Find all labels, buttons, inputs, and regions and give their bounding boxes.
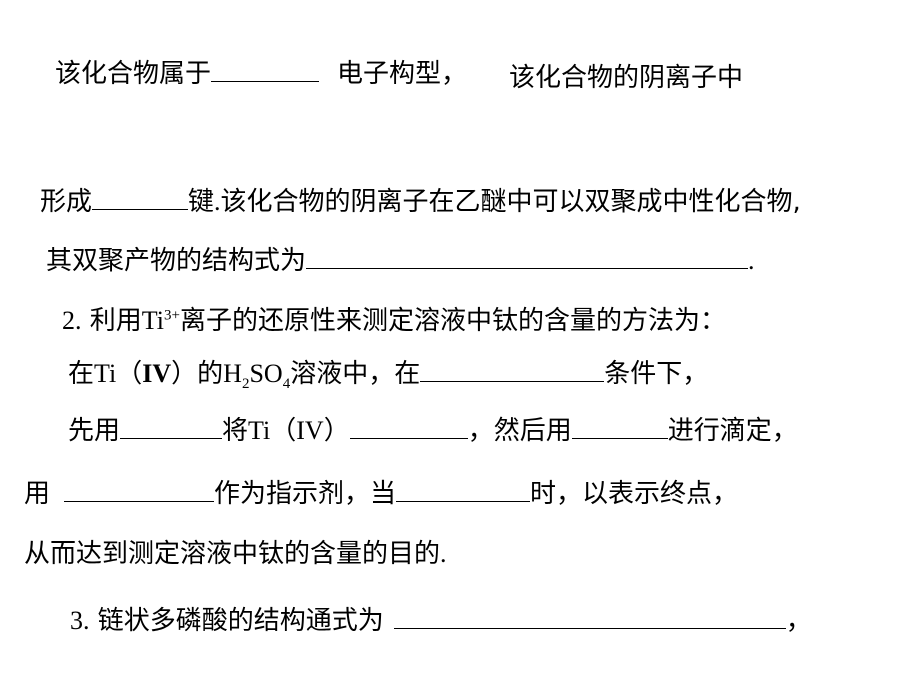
- q2-text-as-indicator: 作为指示剂，当: [214, 479, 397, 509]
- q2-text-condition: 条件下，: [604, 359, 709, 389]
- q1-text-electron-config: 电子构型，: [337, 59, 468, 89]
- q2-text-h: H: [223, 359, 242, 388]
- q3-blank-formula[interactable]: [393, 604, 786, 629]
- q2-text-lparen: （: [116, 359, 143, 389]
- q1-text-form: 形成: [40, 187, 93, 217]
- q2-text-will: 将: [222, 416, 249, 446]
- q1-text-compound-belongs: 该化合物属于: [55, 59, 212, 89]
- q3-text-formula: 链状多磷酸的结构通式为: [97, 606, 384, 636]
- q2-line-3: 先用 将Ti（IV） ，然后用 进行滴定，: [68, 414, 798, 448]
- q2-text-of: 的: [197, 359, 224, 389]
- q2-text-lparen-2: （: [270, 416, 297, 446]
- q1-line-2: 形成 键.该化合物的阴离子在乙醚中可以双聚成中性化合物,: [40, 185, 801, 219]
- q2-text-solution-in: 溶液中，在: [290, 359, 421, 389]
- q2-line-5: 从而达到测定溶液中钛的含量的目的.: [24, 537, 447, 571]
- q2-text-charge: 3+: [163, 307, 180, 324]
- q2-text-rparen: ）: [171, 359, 198, 389]
- q2-blank-titrant[interactable]: [571, 414, 668, 439]
- q2-text-endpoint: 时，以表示终点，: [530, 479, 739, 509]
- q2-number: 2.: [62, 306, 82, 335]
- q2-text-rparen-2: ）: [323, 416, 350, 446]
- q2-blank-condition[interactable]: [420, 357, 605, 382]
- q3-text-comma: ，: [785, 606, 812, 636]
- q1-text-bond: 键: [188, 187, 215, 217]
- q2-text-roman-iv-2: IV: [296, 416, 324, 445]
- q1-text-dimerize: 该化合物的阴离子在乙醚中可以双聚成中性化合物,: [220, 187, 801, 217]
- q2-text-then-use: ，然后用: [467, 416, 572, 446]
- q2-text-first-use: 先用: [68, 416, 121, 446]
- q1-blank-electron-config[interactable]: [211, 57, 320, 82]
- q1-blank-dimer-structure[interactable]: [306, 244, 749, 269]
- q2-text-roman-iv: IV: [142, 359, 172, 388]
- q2-text-ti-2: Ti: [94, 359, 117, 388]
- q1-text-dot: .: [214, 187, 221, 216]
- q2-text-use: 利用: [89, 306, 142, 336]
- q2-blank-reducer[interactable]: [120, 414, 223, 439]
- q2-text-in: 在: [68, 359, 95, 389]
- q1-text-dimer-structure: 其双聚产物的结构式为: [46, 246, 307, 276]
- q1-text-period: .: [748, 246, 755, 275]
- q1-blank-bond-type[interactable]: [92, 185, 189, 210]
- q2-text-ti-3: Ti: [248, 416, 271, 445]
- q2-blank-endpoint[interactable]: [396, 477, 531, 502]
- q2-text-method: 离子的还原性来测定溶液中钛的含量的方法为：: [179, 306, 726, 336]
- q2-text-so: SO: [249, 359, 283, 388]
- q2-text-sub-2: 2: [241, 376, 250, 393]
- q1-line-1: 该化合物属于 电子构型， 该化合物的阴离子中: [55, 57, 744, 93]
- q2-text-purpose: 从而达到测定溶液中钛的含量的目的: [24, 539, 441, 569]
- q2-text-period: .: [440, 539, 447, 568]
- q2-text-use-2: 用: [24, 479, 51, 509]
- q2-blank-indicator[interactable]: [64, 477, 215, 502]
- q2-line-4: 用 作为指示剂，当 时，以表示终点，: [24, 477, 738, 511]
- q1-text-anion-in: 该化合物的阴离子中: [509, 63, 744, 93]
- q2-text-sub-4: 4: [282, 376, 291, 393]
- q2-text-titrate: 进行滴定，: [667, 416, 798, 446]
- q2-blank-reduce-result[interactable]: [349, 414, 468, 439]
- q2-line-1: 2. 利用Ti3+离子的还原性来测定溶液中钛的含量的方法为：: [62, 304, 726, 338]
- q3-line-1: 3. 链状多磷酸的结构通式为 ，: [70, 604, 812, 638]
- q2-line-2: 在Ti（IV）的H2SO4溶液中，在 条件下，: [68, 357, 709, 393]
- q1-line-3: 其双聚产物的结构式为.: [46, 244, 755, 278]
- q2-text-ti: Ti: [141, 306, 164, 335]
- q3-number: 3.: [70, 606, 90, 635]
